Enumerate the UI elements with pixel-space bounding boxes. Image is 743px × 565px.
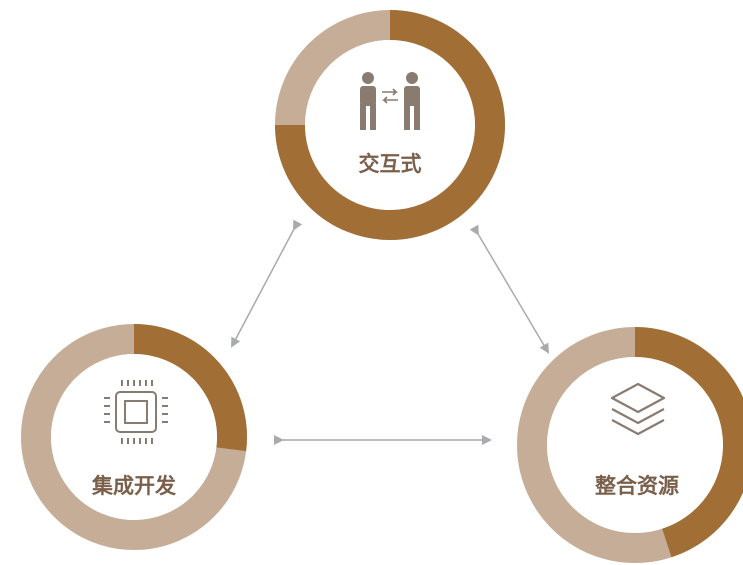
node-label: 交互式 — [359, 152, 422, 176]
node-integrated-dev: 集成开发 — [21, 324, 247, 550]
node-interactive: 交互式 — [275, 10, 505, 240]
inner-disc — [547, 357, 723, 533]
handshake-people-icon — [360, 72, 420, 130]
node-resource-integration: 整合资源 — [517, 327, 743, 563]
connector-interactive-integrated-dev — [231, 219, 303, 348]
ring-progress — [133, 324, 247, 452]
node-label: 整合资源 — [595, 474, 679, 498]
layers-stack-icon — [610, 382, 666, 436]
inner-disc — [305, 40, 475, 210]
node-label: 集成开发 — [91, 474, 177, 498]
ring-progress — [634, 327, 743, 558]
inner-disc — [51, 354, 217, 520]
ring-progress — [275, 10, 505, 240]
connector-interactive-resource-integration — [469, 224, 550, 354]
connectors — [231, 219, 550, 445]
chip-icon — [104, 380, 168, 444]
